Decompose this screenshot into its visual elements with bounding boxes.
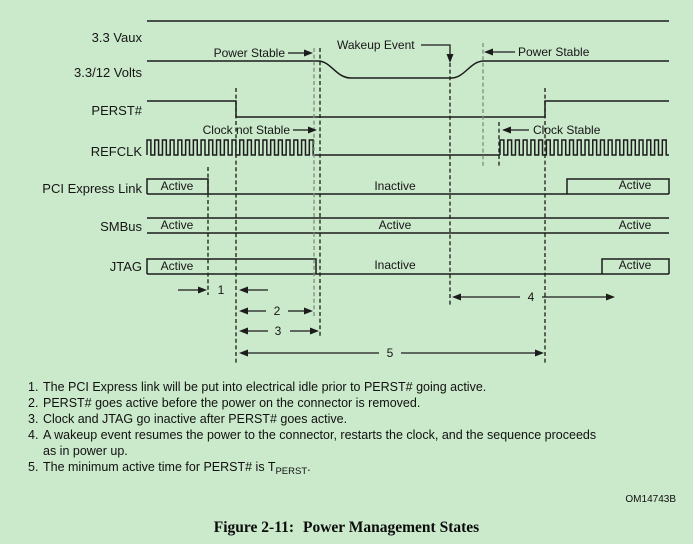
interval-5-right-arrowhead xyxy=(535,349,544,357)
power-stable-left-arrowhead xyxy=(304,49,313,57)
footnote-3: 3. Clock and JTAG go inactive after PERS… xyxy=(28,411,673,427)
timing-diagram: 3.3 Vaux 3.3/12 Volts PERST# REFCLK PCI … xyxy=(42,20,670,363)
jtag-active-left-label: Active xyxy=(161,259,194,273)
signal-label-jtag: JTAG xyxy=(110,259,142,274)
doc-number: OM14743B xyxy=(625,494,676,505)
interval-1-label: 1 xyxy=(218,283,225,297)
footnote-4-text: A wakeup event resumes the power to the … xyxy=(43,427,673,459)
footnote-3-text: Clock and JTAG go inactive after PERST# … xyxy=(43,412,348,426)
footnote-5-text-pre: The minimum active time for PERST# is T xyxy=(43,460,276,474)
interval-5-left-arrowhead xyxy=(239,349,248,357)
footnote-5: 5. The minimum active time for PERST# is… xyxy=(28,459,673,477)
footnote-5-text: The minimum active time for PERST# is TP… xyxy=(43,459,673,477)
footnote-3-number: 3. xyxy=(28,412,39,426)
footnote-1-text: The PCI Express link will be put into el… xyxy=(43,380,487,394)
signal-label-smbus: SMBus xyxy=(100,219,142,234)
power-stable-right-arrowhead xyxy=(484,48,493,56)
smbus-active-left-label: Active xyxy=(161,218,194,232)
clock-not-stable-label: Clock not Stable xyxy=(203,123,291,137)
footnote-4-number: 4. xyxy=(28,428,39,442)
clock-not-stable-arrowhead xyxy=(308,126,317,134)
footnote-5-number: 5. xyxy=(28,460,39,474)
interval-3-right-arrowhead xyxy=(310,327,319,335)
jtag-active-left-box xyxy=(146,258,317,274)
signal-label-vaux: 3.3 Vaux xyxy=(92,30,143,45)
footnote-4: 4. A wakeup event resumes the power to t… xyxy=(28,427,673,459)
interval-2-right-arrowhead xyxy=(304,307,313,315)
footnote-2-text: PERST# goes active before the power on t… xyxy=(43,396,421,410)
interval-2-left-arrowhead xyxy=(239,307,248,315)
refclk-wave-right xyxy=(499,139,669,156)
interval-3-left-arrowhead xyxy=(239,327,248,335)
figure-caption-title: Power Management States xyxy=(303,519,480,536)
footnote-4-line1: A wakeup event resumes the power to the … xyxy=(43,428,597,442)
interval-4-left-arrowhead xyxy=(452,293,461,301)
figure-caption-label: Figure 2-11: xyxy=(213,519,294,536)
pci-inactive-label: Inactive xyxy=(374,179,416,193)
footnote-2: 2. PERST# goes active before the power o… xyxy=(28,395,673,411)
wakeup-event-arrowhead xyxy=(446,54,454,63)
footnotes: 1. The PCI Express link will be put into… xyxy=(28,379,673,477)
interval-3-label: 3 xyxy=(275,324,282,338)
footnote-1: 1. The PCI Express link will be put into… xyxy=(28,379,673,395)
jtag-active-right-box xyxy=(601,258,670,274)
signal-label-perst: PERST# xyxy=(91,103,142,118)
figure-caption: Figure 2-11: Power Management States xyxy=(0,519,693,537)
power-stable-right-label: Power Stable xyxy=(518,45,590,59)
footnote-4-line2: as in power up. xyxy=(43,444,128,458)
pci-active-left-box xyxy=(146,178,209,194)
smbus-active-right-label: Active xyxy=(619,218,652,232)
wakeup-event-label: Wakeup Event xyxy=(337,38,415,52)
pci-active-left-label: Active xyxy=(161,179,194,193)
pci-active-right-label: Active xyxy=(619,178,652,192)
smbus-active-mid-label: Active xyxy=(379,218,412,232)
signal-label-pci: PCI Express Link xyxy=(42,181,142,196)
footnote-1-number: 1. xyxy=(28,380,39,394)
jtag-active-right-label: Active xyxy=(619,258,652,272)
signal-label-volts: 3.3/12 Volts xyxy=(74,65,142,80)
interval-2-label: 2 xyxy=(274,304,281,318)
refclk-wave-left xyxy=(146,139,317,156)
footnote-5-text-post: . xyxy=(307,460,311,474)
footnote-2-number: 2. xyxy=(28,396,39,410)
perst-line xyxy=(147,100,669,118)
interval-4-right-arrowhead xyxy=(606,293,615,301)
signal-label-refclk: REFCLK xyxy=(91,144,143,159)
footnote-5-subscript: PERST xyxy=(275,466,308,477)
clock-stable-label: Clock Stable xyxy=(533,123,601,137)
interval-1-left-arrowhead xyxy=(198,286,207,294)
jtag-inactive-label: Inactive xyxy=(374,258,416,272)
wakeup-event-arrow-line xyxy=(421,44,451,54)
volts-line xyxy=(147,60,669,79)
interval-5-label: 5 xyxy=(387,346,394,360)
pci-active-right-box xyxy=(566,178,670,194)
interval-1-right-arrowhead xyxy=(239,286,248,294)
interval-4-label: 4 xyxy=(528,290,535,304)
clock-stable-arrowhead xyxy=(502,126,511,134)
power-stable-left-label: Power Stable xyxy=(214,46,286,60)
